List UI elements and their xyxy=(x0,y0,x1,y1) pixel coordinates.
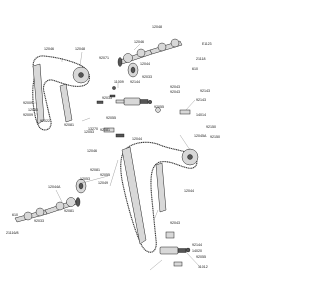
label-92081c: 92081 xyxy=(90,168,100,172)
label-12046c: 12046 xyxy=(87,149,97,153)
label-610b: 610 xyxy=(12,213,18,217)
chain-guide-upper-left xyxy=(32,63,45,125)
upper-cam-sprocket xyxy=(72,66,90,84)
label-92043b: 92043 xyxy=(170,90,180,94)
label-92055d: 92055 xyxy=(196,255,206,259)
upper-camshaft-sprocket xyxy=(127,62,139,78)
upper-tensioner xyxy=(115,97,149,106)
lower-tensioner xyxy=(159,231,191,267)
label-92055a: 92055 xyxy=(154,105,164,109)
label-92071: 92071 xyxy=(99,56,109,60)
label-610: 610 xyxy=(192,67,198,71)
label-12045A: 12045A xyxy=(194,134,207,138)
label-92033b: 92033 xyxy=(142,75,152,79)
chain-guide-lower-left xyxy=(121,146,147,245)
label-12048b: 12048 xyxy=(152,25,162,29)
label-12053b: 12053 xyxy=(84,130,94,134)
label-92081b: 92081 xyxy=(100,128,110,132)
lower-camshaft xyxy=(14,197,81,223)
lower-cam-sprocket xyxy=(181,148,199,166)
label-12044b: 12044 xyxy=(132,137,142,141)
label-92081d: 92081 xyxy=(64,209,74,213)
label-12049: 12049 xyxy=(98,181,108,185)
upper-camshaft xyxy=(117,38,183,67)
label-92081a: 92081 xyxy=(64,123,74,127)
label-12053a: 12053 xyxy=(28,108,38,112)
chain-guide-lower-right xyxy=(155,162,167,213)
upper-cam-chain xyxy=(32,55,91,131)
label-92143a: 92143 xyxy=(196,98,206,102)
chain-guide-upper-right xyxy=(59,83,73,123)
label-21118: 21118 xyxy=(196,57,205,61)
label-92144: 92144 xyxy=(130,80,140,84)
leader-lines xyxy=(33,43,201,271)
label-92150: 92150 xyxy=(206,125,216,129)
label-92033c: 92033 xyxy=(34,219,44,223)
label-92043a: 92043 xyxy=(170,85,180,89)
label-13270: 13270 xyxy=(88,127,98,131)
label-92033: 92033 xyxy=(102,96,112,100)
label-12048: 12048 xyxy=(75,47,85,51)
camshaft-chain-diagram: E1123 xyxy=(6,25,220,271)
label-12044A: 12044A xyxy=(48,185,61,189)
label-92143b: 92143 xyxy=(200,89,210,93)
label-92022: 92022 xyxy=(40,119,50,123)
label-92144b: 92144 xyxy=(192,243,202,247)
label-21116-8: 21116/8 xyxy=(6,231,18,235)
label-12053c: 12053 xyxy=(80,177,90,181)
label-92043c: 92043 xyxy=(170,221,180,225)
lower-cam-chain xyxy=(120,141,198,253)
label-92150b: 92150 xyxy=(210,135,220,139)
lower-camshaft-sprocket xyxy=(75,178,87,194)
label-11009: 11009 xyxy=(114,80,124,84)
part-labels: 12048 12046 92033 92071 92009 92009 9214… xyxy=(6,25,220,269)
label-14014: 14014 xyxy=(196,113,206,117)
label-11012: 11012 xyxy=(198,265,208,269)
label-14020: 14020 xyxy=(192,249,202,253)
label-92009b: 92009 xyxy=(23,113,33,117)
label-12044c: 12044 xyxy=(184,189,194,193)
label-92055c: 92055 xyxy=(100,173,110,177)
label-92055b: 92055 xyxy=(106,116,116,120)
label-92009a: 92009 xyxy=(23,101,33,105)
label-12046: 12046 xyxy=(44,47,54,51)
label-12044a: 12044 xyxy=(140,62,150,66)
diagram-id: E1123 xyxy=(202,42,212,46)
label-12046b: 12046 xyxy=(134,40,144,44)
middle-small-parts xyxy=(96,86,191,138)
